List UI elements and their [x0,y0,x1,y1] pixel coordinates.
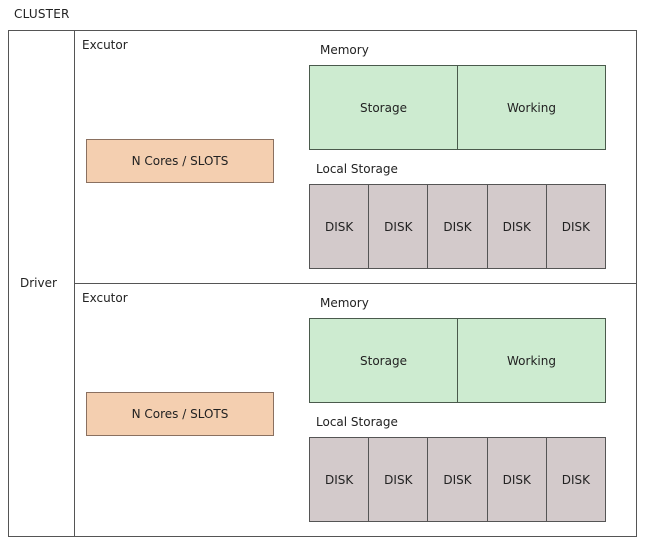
cores-slots-box: N Cores / SLOTS [86,139,274,183]
disk: DISK [486,438,546,521]
executor-label: Excutor [82,291,128,305]
memory-label: Memory [320,43,369,57]
disk: DISK [368,438,428,521]
disk-row: DISK DISK DISK DISK DISK [309,184,606,269]
disk: DISK [310,185,369,268]
disk: DISK [310,438,369,521]
disk: DISK [427,438,487,521]
memory-working-cell: Working [457,66,605,149]
memory-box: Storage Working [309,65,606,150]
memory-working-cell: Working [457,319,605,402]
disk: DISK [545,185,606,268]
memory-storage-cell: Storage [360,100,407,115]
disk: DISK [545,438,606,521]
local-storage-label: Local Storage [316,415,398,429]
disk: DISK [427,185,487,268]
cluster-label: CLUSTER [14,7,70,21]
memory-box: Storage Working [309,318,606,403]
memory-label: Memory [320,296,369,310]
disk: DISK [368,185,428,268]
driver-label: Driver [20,276,57,290]
cores-slots-box: N Cores / SLOTS [86,392,274,436]
memory-storage-cell: Storage [360,353,407,368]
disk-row: DISK DISK DISK DISK DISK [309,437,606,522]
local-storage-label: Local Storage [316,162,398,176]
disk: DISK [486,185,546,268]
executor-divider [74,283,637,284]
executor-label: Excutor [82,38,128,52]
